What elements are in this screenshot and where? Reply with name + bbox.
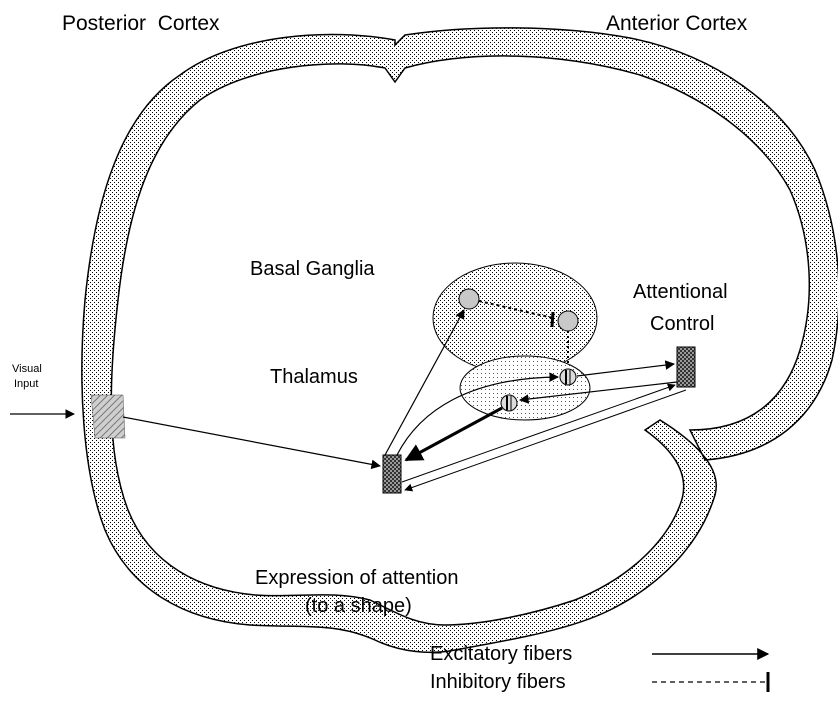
legend: Excitatory fibers Inhibitory fibers [430,643,768,693]
basal-ganglia-label: Basal Ganglia [250,258,375,280]
thalamus-node-left [501,395,517,411]
expression-label-line2: (to a shape) [305,595,412,617]
thalamus-node-right [560,369,576,385]
visual-input-label-line2: Input [14,378,38,390]
legend-excitatory-label: Excitatory fibers [430,643,572,665]
excitatory-connections [123,310,686,490]
anterior-cortex-label: Anterior Cortex [606,12,748,35]
expression-block [383,455,401,493]
attentional-control-label-line2: Control [650,313,714,335]
attentional-control-block [677,347,695,387]
basal-ganglia-node-right [558,311,578,331]
bg-inhibitory-bar [552,312,553,327]
legend-inhibitory-label: Inhibitory fibers [430,671,566,693]
attentional-control-label-line1: Attentional [633,281,728,303]
thalamus-label: Thalamus [270,366,358,388]
expression-label-line1: Expression of attention [255,567,458,589]
basal-ganglia-node-left [459,289,479,309]
posterior-cortex-label: Posterior Cortex [62,12,220,35]
visual-input-region [91,395,125,438]
visual-input-label-line1: Visual [12,363,42,375]
